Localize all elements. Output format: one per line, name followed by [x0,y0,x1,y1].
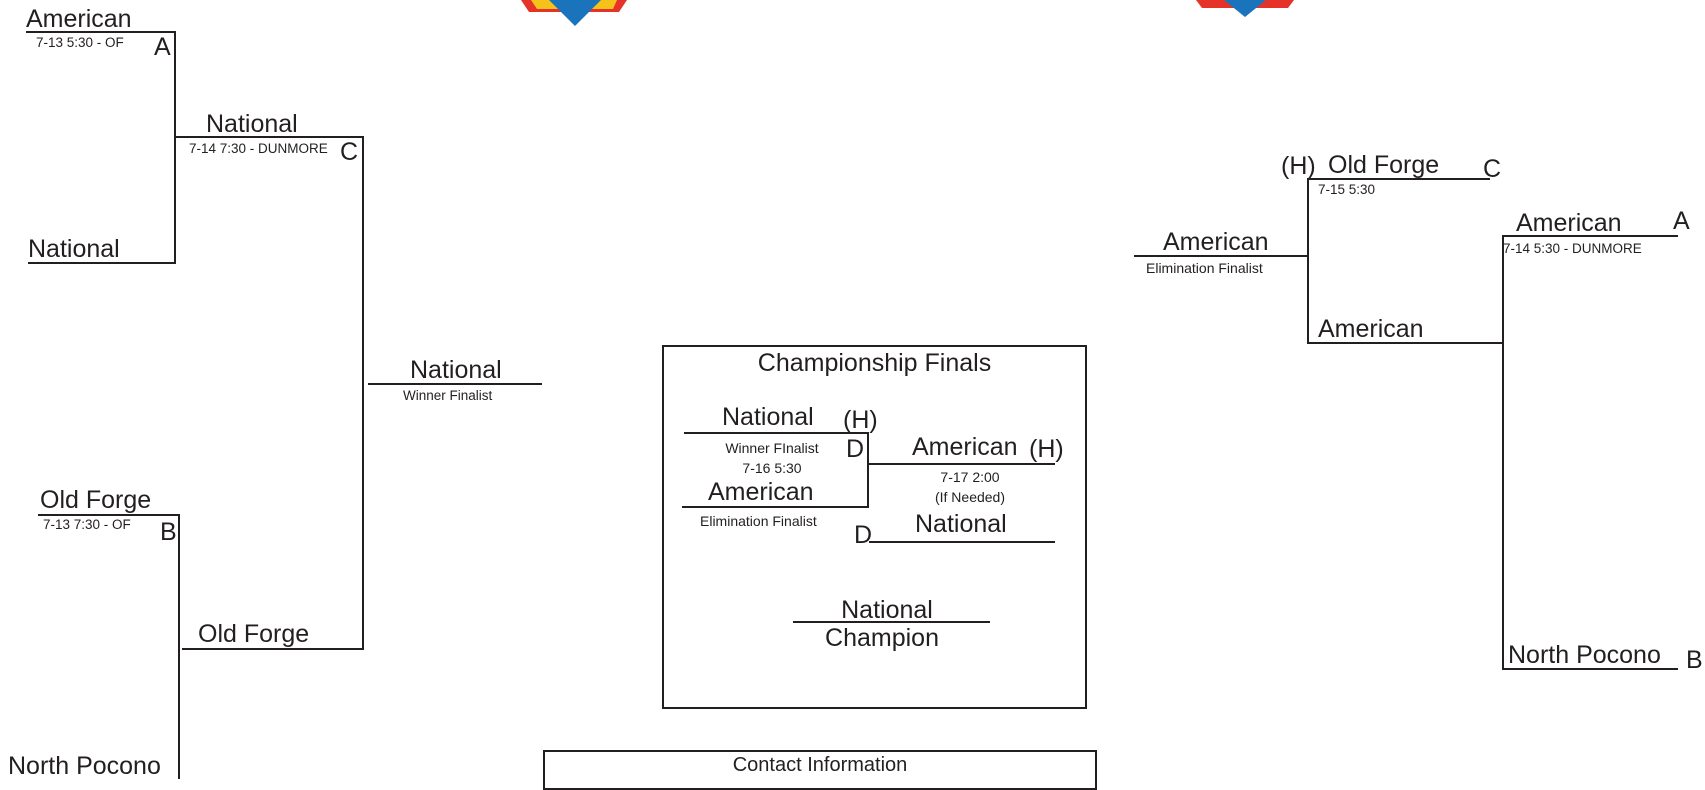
bracket-line [174,31,176,263]
game-time: 7-17 2:00 [940,469,1000,485]
bracket-line [26,31,176,33]
bracket-line [1308,178,1490,180]
game-time: 7-16 5:30 [742,460,802,476]
home-indicator: (H) [1281,152,1316,180]
league-logo-left [521,0,627,26]
contact-title: Contact Information [732,754,908,776]
game-info: 7-13 5:30 - OF [36,35,124,50]
bracket-line [682,506,869,508]
game-letter: D [846,435,865,463]
champion-label: Champion [825,624,939,652]
round-label: Elimination Finalist [1146,260,1263,276]
team-name: American [1516,209,1622,237]
bracket-line [38,514,180,516]
game-info: 7-14 5:30 - DUNMORE [1503,241,1642,256]
game-info: 7-13 7:30 - OF [43,517,131,532]
bracket-line [1502,235,1504,669]
champion-team: National [841,596,933,624]
game-info: 7-15 5:30 [1318,182,1376,197]
round-label: Winner FInalist [725,440,819,456]
team-name: National [722,403,814,431]
team-name: National [410,356,502,384]
game-letter: B [1686,646,1703,674]
round-label: Winner Finalist [403,388,493,403]
team-name: North Pocono [1508,641,1661,669]
team-name: American [1318,315,1424,343]
game-note: (If Needed) [934,489,1006,505]
championship-title: Championship Finals [757,349,992,377]
game-letter: B [160,518,177,546]
team-name: American [912,433,1018,461]
bracket-line [867,432,869,507]
home-indicator: (H) [843,406,878,434]
bracket-line [1502,668,1678,670]
bracket-line [1307,342,1503,344]
team-name: North Pocono [8,752,161,780]
game-info: 7-14 7:30 - DUNMORE [189,141,328,156]
bracket-line [1502,235,1678,237]
bracket-line [178,514,180,779]
bracket-line [869,463,1055,465]
game-letter: A [1673,207,1690,235]
game-letter: C [1483,155,1502,183]
game-letter: C [340,138,359,166]
home-indicator: (H) [1029,435,1064,463]
round-label: Elimination Finalist [700,513,817,529]
bracket-line [1134,255,1308,257]
bracket-line [684,432,869,434]
bracket-line [1307,178,1309,344]
bracket-line [174,136,364,138]
team-name: Old Forge [198,620,310,648]
team-name: National [28,235,120,263]
bracket-line [869,541,1055,543]
team-name: National [915,510,1007,538]
league-logo-right [1196,0,1294,17]
team-name: American [708,478,814,506]
bracket-line [362,136,364,650]
team-name: Old Forge [40,486,152,514]
bracket-line [28,262,176,264]
game-letter: D [854,521,873,549]
team-name: American [1163,228,1269,256]
championship-finals-box [662,345,1087,709]
team-name: Old Forge [1328,151,1440,179]
bracket-line [368,383,542,385]
bracket-line [793,621,990,623]
game-letter: A [154,33,171,61]
team-name: American [26,5,132,33]
bracket-line [182,648,364,650]
team-name: National [206,110,298,138]
